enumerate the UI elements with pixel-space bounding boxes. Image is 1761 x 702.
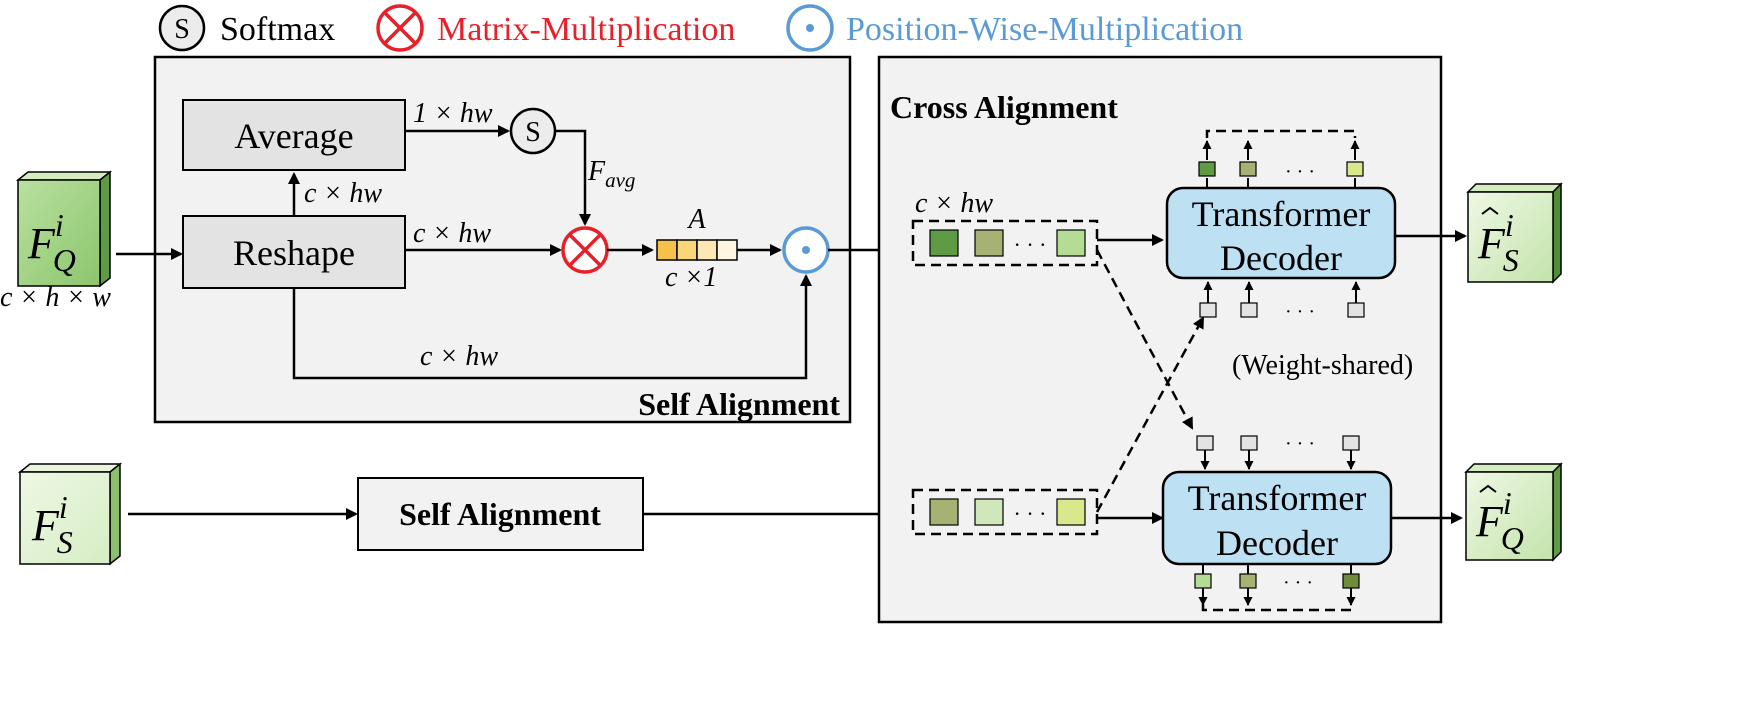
cross-dim-c-hw: c × hw <box>915 188 993 219</box>
softmax-node-symbol: S <box>525 117 541 148</box>
softmax-icon <box>158 4 206 52</box>
dim-c-hw-up: c × hw <box>304 178 382 209</box>
weight-shared-label: (Weight-shared) <box>1232 350 1413 381</box>
top-in-ellipsis: · · · <box>1285 301 1315 323</box>
hat-icon <box>1481 206 1499 215</box>
query-token-group <box>911 219 1099 267</box>
bottom-in-ellipsis: · · · <box>1285 433 1315 455</box>
legend-matmul-label: Matrix-Multiplication <box>437 11 735 48</box>
decoder-bottom-line2: Decoder <box>1216 523 1338 563</box>
cross-alignment-panel: Cross Alignment c × hw · · · · · · Trans… <box>877 55 1443 624</box>
poswise-node <box>782 226 830 274</box>
legend-softmax: S Softmax <box>158 4 335 52</box>
decoder-top-line2: Decoder <box>1220 238 1342 278</box>
cross-alignment-title: Cross Alignment <box>890 89 1118 125</box>
transformer-decoder-top <box>1165 186 1397 280</box>
dim-c-hw-bottom: c × hw <box>420 341 498 372</box>
a-label: A <box>686 204 706 235</box>
reshape-box <box>182 215 406 289</box>
decoder-bottom-line1: Transformer <box>1188 478 1367 518</box>
f-avg-label: Favg <box>587 156 635 192</box>
legend: S Softmax Matrix-Multiplication Position… <box>158 4 1243 52</box>
dim-c-1: c ×1 <box>665 262 717 293</box>
average-label: Average <box>234 116 353 156</box>
reshape-label: Reshape <box>233 233 355 273</box>
query-token-ellipsis: · · · <box>1014 232 1047 257</box>
hat-icon <box>1479 484 1497 493</box>
self-alignment-title: Self Alignment <box>638 386 840 422</box>
dim-c-hw-mid: c × hw <box>413 218 491 249</box>
average-box <box>182 99 406 171</box>
decoder-top-line1: Transformer <box>1192 194 1371 234</box>
top-out-ellipsis: · · · <box>1285 161 1315 183</box>
attention-vector-a <box>656 239 738 261</box>
bottom-out-ellipsis: · · · <box>1283 572 1313 594</box>
self-alignment-block-label: Self Alignment <box>399 496 601 532</box>
matmul-node <box>561 226 609 274</box>
dim-1-hw: 1 × hw <box>413 98 493 129</box>
legend-softmax-label: Softmax <box>220 11 335 48</box>
fq-dim: c × h × w <box>0 282 111 313</box>
support-token-group <box>911 488 1099 536</box>
legend-matmul: Matrix-Multiplication <box>376 4 735 52</box>
legend-poswise-label: Position-Wise-Multiplication <box>846 11 1243 48</box>
legend-poswise: Position-Wise-Multiplication <box>786 4 1243 52</box>
support-token-ellipsis: · · · <box>1014 501 1047 526</box>
self-alignment-panel: Self Alignment Average Reshape c × hw 1 … <box>153 55 852 424</box>
softmax-symbol: S <box>174 14 190 45</box>
